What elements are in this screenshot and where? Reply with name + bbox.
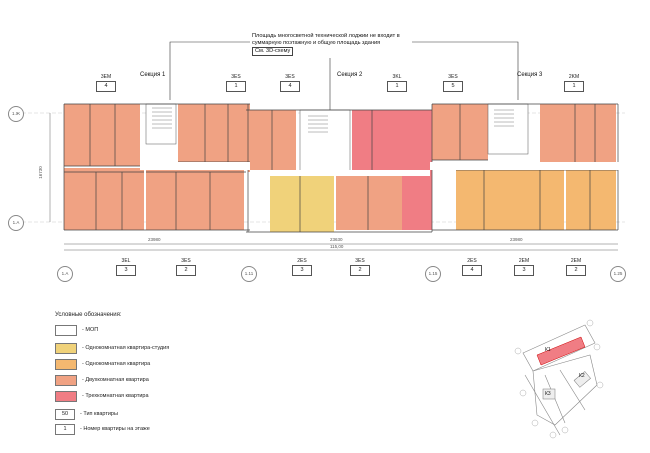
legend-swatch [55,342,77,354]
apartment-type: 3ES [181,258,191,264]
apartment-number: 1 [226,81,246,92]
apartment-number: 3 [514,265,534,276]
legend-item: - Трехкомнатная квартира [55,390,149,402]
key-plan [514,319,604,439]
apartment-tag: 2ES 3 [292,257,312,276]
legend-label: - Двухкомнатная квартира [82,377,149,383]
legend-swatch [55,390,77,402]
note-line-2: суммарную поэтажную и общую площадь здан… [252,40,381,46]
section-3-label: Секция 3 [517,72,543,78]
legend-label: - Трехкомнатная квартира [82,393,149,399]
legend-item: - Однокомнатная квартира [55,358,151,370]
legend-item: - Двухкомнатная квартира [55,374,149,386]
apartment-number: 5 [443,81,463,92]
apartment-number: 4 [462,265,482,276]
floor-plan [22,41,625,251]
legend-label: - Однокомнатная квартира-студия [82,345,170,351]
axis-marker-top: 1.Ж [8,106,24,122]
keyplan-k2: К2 [579,373,585,379]
legend-number-box: 1 [55,423,75,435]
axis-marker-col: 1.25 [610,266,626,282]
note-line-1: Площадь многосветной технической лоджии … [252,33,400,39]
apartment-tag: 3ES 2 [176,257,196,276]
legend-label: - Однокомнатная квартира [82,361,151,367]
keyplan-k1: К1 [545,347,551,353]
legend-type: 50 - Тип квартиры [55,408,118,420]
apartment-type: 3ES [448,74,458,80]
legend-number: 1 - Номер квартиры на этаже [55,423,150,435]
axis-marker-col: 1.А [57,266,73,282]
legend-label: - МОП [82,327,99,333]
apartment-tag: 2KM 1 [564,73,584,92]
section-2-label: Секция 2 [337,72,363,78]
apartment-tag: 3EL 3 [116,257,136,276]
legend-number-text: - Номер квартиры на этаже [80,426,150,432]
apartment-type: 2KM [568,74,580,80]
legend-swatch [55,358,77,370]
apartment-number: 4 [280,81,300,92]
apartment-number: 2 [566,265,586,276]
apartment-number: 4 [96,81,116,92]
apartment-number: 1 [564,81,584,92]
apartment-tag: 2EM 2 [566,257,586,276]
apartment-type: 3EM [100,74,112,80]
dim-left: 23980 [148,237,161,242]
legend-type-box: 50 [55,408,75,420]
apartment-number: 3 [292,265,312,276]
legend-item: - Однокомнатная квартира-студия [55,342,170,354]
apartment-type: 2ES [467,258,477,264]
apartment-type: 3EL [121,258,131,264]
axis-marker-bottom: 1.А [8,215,24,231]
legend-swatch [55,324,77,336]
legend-item: - МОП [55,324,99,336]
axis-marker-col: 1.11 [241,266,257,282]
apartment-type: 3KL [392,74,402,80]
apartment-tag: 3ES 2 [350,257,370,276]
dim-height: 16730 [37,166,43,179]
apartment-number: 2 [176,265,196,276]
apartment-number: 2 [350,265,370,276]
note-line-3: См. 3D-схему [252,47,294,56]
keyplan-k3: К3 [545,391,551,397]
dim-total: 115,00 [330,244,344,249]
apartment-tag: 3EM 4 [96,73,116,92]
apartment-tag: 3KL 1 [387,73,407,92]
section-1-label: Секция 1 [140,72,166,78]
dim-middle: 23630 [330,237,343,242]
apartment-tag: 3ES 1 [226,73,246,92]
apartment-tag: 2ES 4 [462,257,482,276]
apartment-type: 3ES [231,74,241,80]
apartment-type: 2EM [570,258,582,264]
legend-swatch [55,374,77,386]
legend-type-text: - Тип квартиры [80,411,118,417]
legend-title: Условные обозначения: [55,312,122,318]
apartment-type: 2EM [518,258,530,264]
dim-right: 23980 [510,237,523,242]
apartment-tag: 2EM 3 [514,257,534,276]
axis-marker-col: 1.15 [425,266,441,282]
apartment-type: 3ES [355,258,365,264]
apartment-number: 3 [116,265,136,276]
apartment-tag: 3ES 4 [280,73,300,92]
apartment-type: 2ES [297,258,307,264]
apartment-number: 1 [387,81,407,92]
apartment-tag: 3ES 5 [443,73,463,92]
technical-loggia-note: Площадь многосветной технической лоджии … [252,33,412,56]
apartment-type: 3ES [285,74,295,80]
